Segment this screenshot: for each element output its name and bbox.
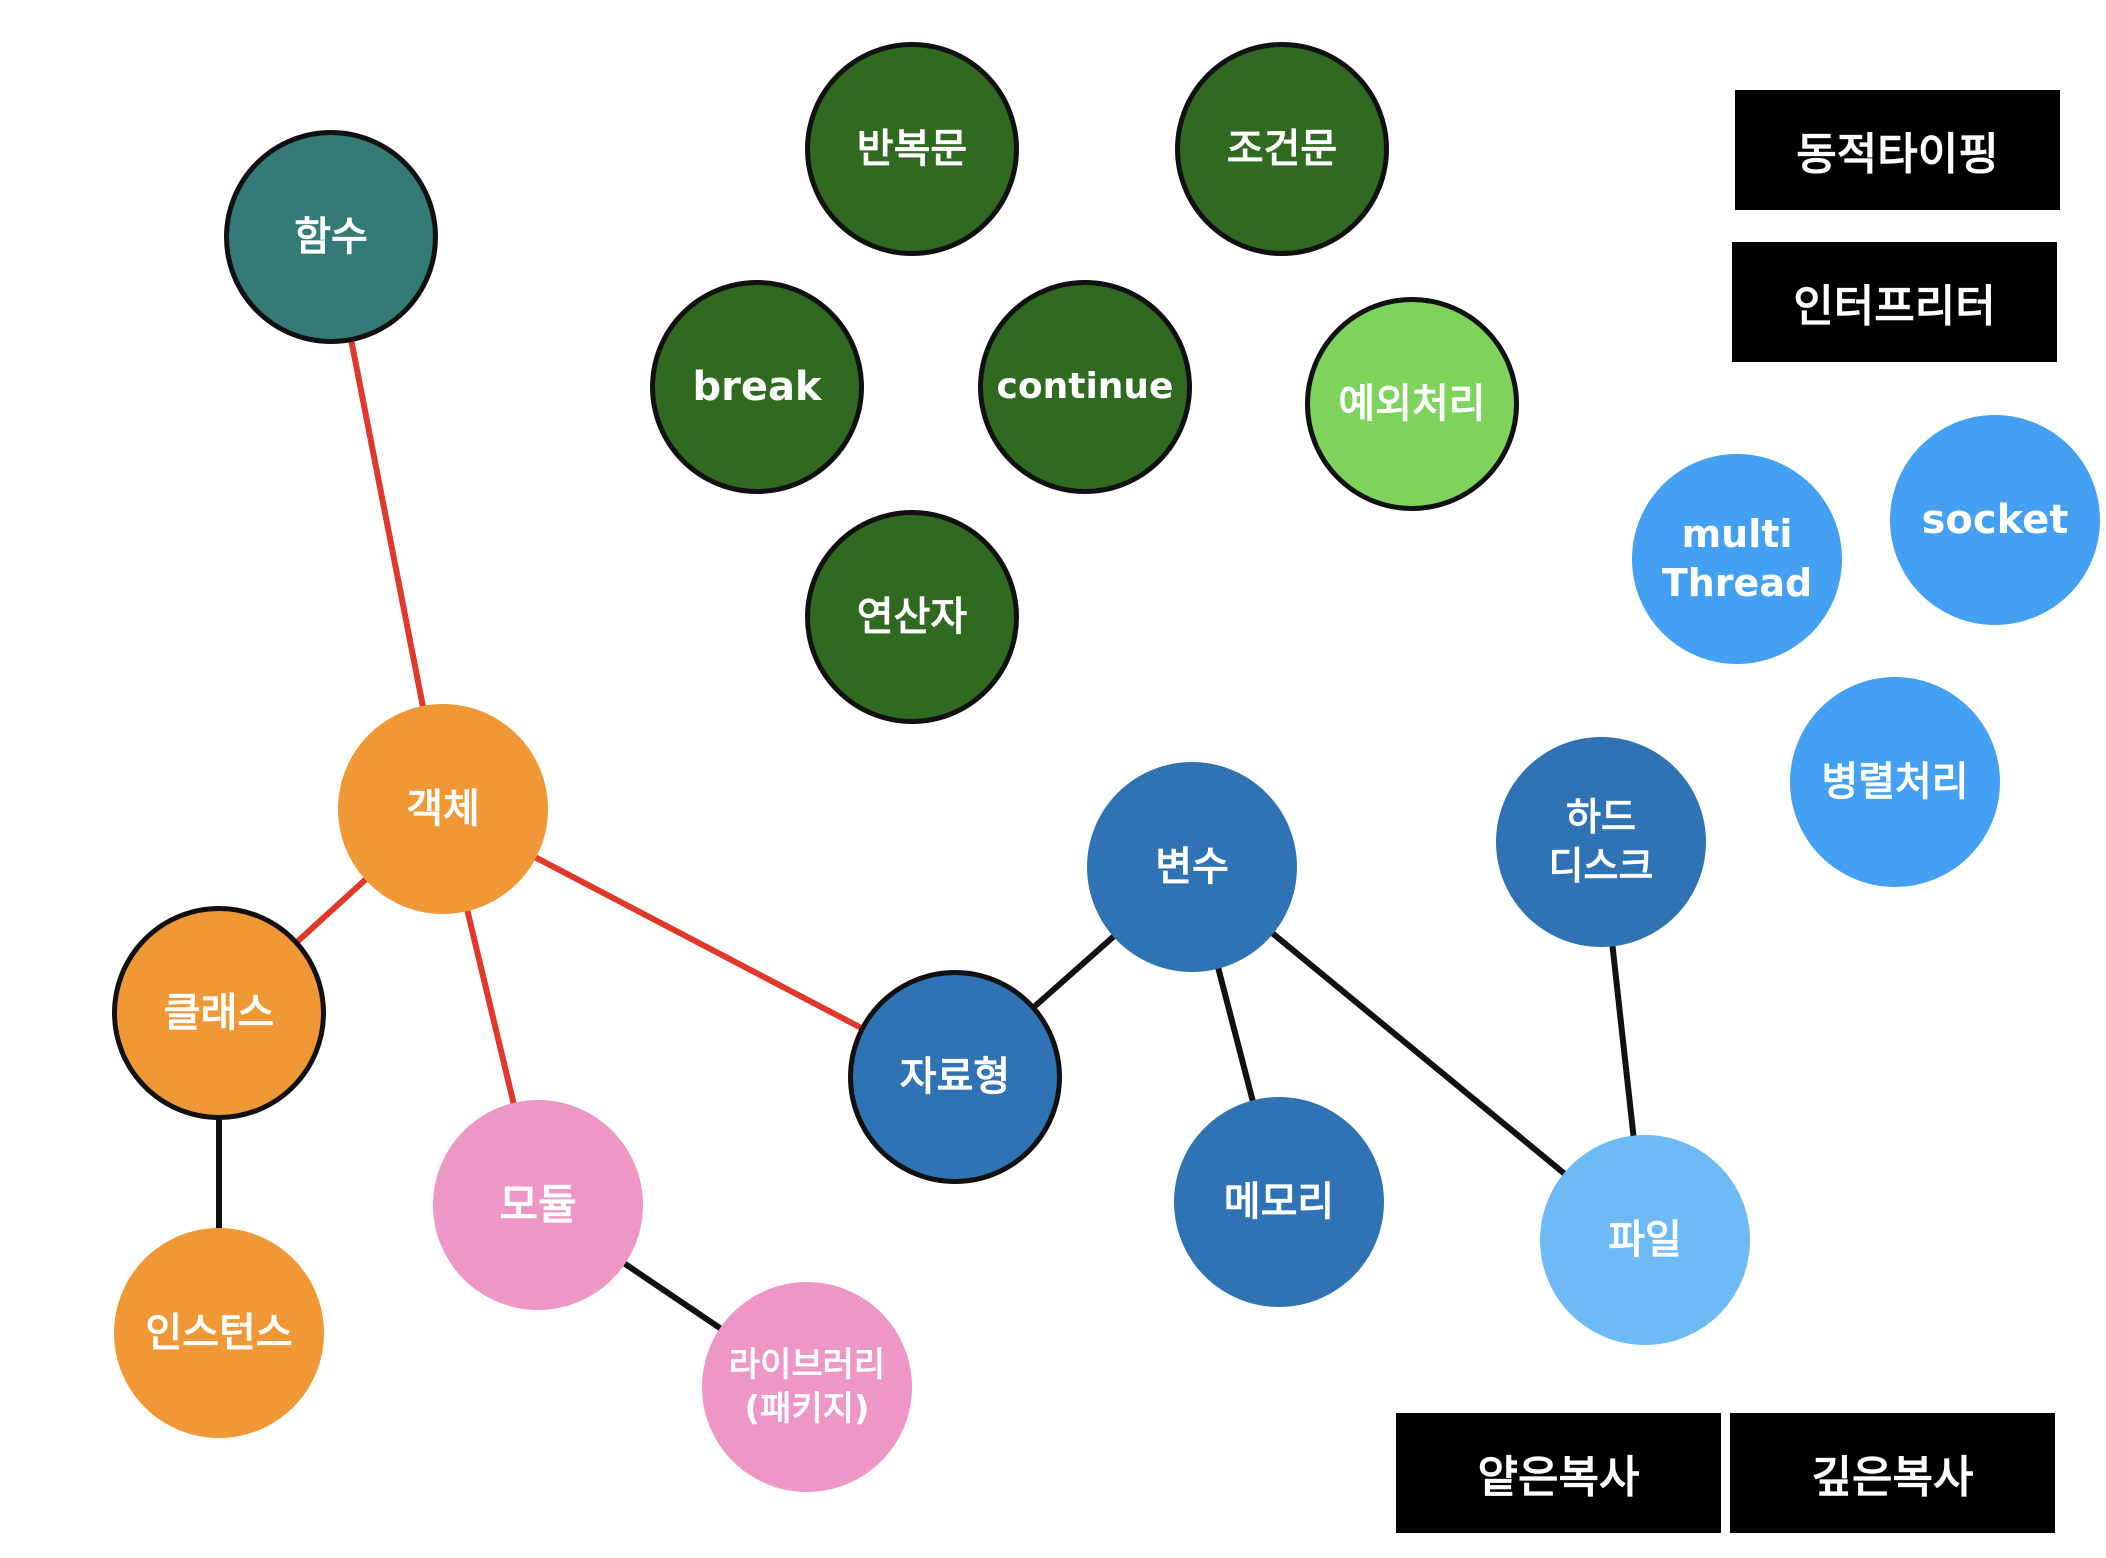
box-dynamic-typing: 동적타이핑 bbox=[1735, 90, 2060, 210]
edge-function-object bbox=[347, 335, 427, 713]
node-break: break bbox=[650, 280, 864, 494]
node-loop: 반복문 bbox=[805, 42, 1019, 256]
edge-datatype-variable bbox=[1029, 930, 1120, 1012]
node-parallel-processing: 병렬처리 bbox=[1790, 677, 2000, 887]
node-library: 라이브러리 (패키지) bbox=[702, 1282, 912, 1492]
node-module: 모듈 bbox=[433, 1100, 643, 1310]
node-continue: continue bbox=[978, 280, 1192, 494]
edge-object-datatype bbox=[529, 852, 867, 1033]
box-deep-copy: 깊은복사 bbox=[1730, 1413, 2055, 1533]
edge-variable-memory bbox=[1214, 961, 1257, 1108]
node-conditional: 조건문 bbox=[1175, 42, 1389, 256]
node-file: 파일 bbox=[1540, 1135, 1750, 1345]
node-variable: 변수 bbox=[1087, 762, 1297, 972]
node-hard-disk: 하드 디스크 bbox=[1496, 737, 1706, 947]
box-shallow-copy: 얕은복사 bbox=[1396, 1413, 1721, 1533]
box-interpreter: 인터프리터 bbox=[1732, 242, 2057, 362]
edge-object-class bbox=[292, 874, 372, 947]
edge-module-library bbox=[618, 1258, 727, 1334]
node-object: 객체 bbox=[338, 704, 548, 914]
edge-variable-file bbox=[1266, 928, 1571, 1179]
node-instance: 인스턴스 bbox=[114, 1228, 324, 1438]
node-memory: 메모리 bbox=[1174, 1097, 1384, 1307]
node-socket: socket bbox=[1890, 415, 2100, 625]
node-operator: 연산자 bbox=[805, 510, 1019, 724]
node-class: 클래스 bbox=[112, 906, 326, 1120]
node-datatype: 자료형 bbox=[848, 970, 1062, 1184]
node-exception-handling: 예외처리 bbox=[1305, 297, 1519, 511]
edge-object-module bbox=[463, 904, 518, 1110]
node-function: 함수 bbox=[224, 130, 438, 344]
node-multi-thread: multi Thread bbox=[1632, 454, 1842, 664]
edge-harddisk-file bbox=[1609, 939, 1637, 1143]
